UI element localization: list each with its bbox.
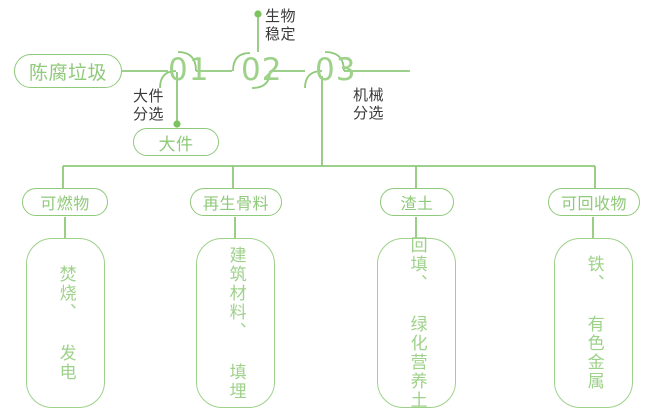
node-category-residual-soil[interactable]: 渣土 (380, 188, 454, 216)
arc-02-left (232, 52, 251, 72)
step-number-02: 02 (241, 52, 283, 88)
node-outcome-recyclables[interactable]: 铁、 有色金属 (554, 238, 633, 408)
step-number-01: 01 (168, 52, 210, 88)
node-outcome-combustible[interactable]: 焚烧、 发电 (26, 238, 105, 408)
outcome-text-residual-soil: 回填、 绿化营养土 (406, 236, 427, 410)
arc-03-right (324, 51, 345, 72)
arc-03-left (304, 70, 323, 89)
caption-bulky-sorting: 大件 分选 (133, 87, 165, 123)
step-number-03: 03 (315, 52, 357, 88)
outcome-text-recyclables: 铁、 有色金属 (583, 255, 604, 391)
arc-01-left (159, 70, 177, 89)
node-source-waste[interactable]: 陈腐垃圾 (14, 54, 122, 88)
caption-biological-stabilization: 生物 稳定 (265, 7, 297, 43)
outcome-text-combustible: 焚烧、 发电 (55, 264, 76, 382)
node-outcome-recycled-aggregate[interactable]: 建筑材料、 填埋 (196, 238, 275, 408)
dot-bio-connector (254, 10, 262, 18)
arc-01-right (177, 51, 197, 72)
node-outcome-residual-soil[interactable]: 回填、 绿化营养土 (377, 236, 456, 410)
node-category-combustible[interactable]: 可燃物 (22, 188, 108, 216)
node-bulky-output[interactable]: 大件 (133, 128, 219, 156)
outcome-text-recycled-aggregate: 建筑材料、 填埋 (225, 245, 246, 401)
node-category-recycled-aggregate[interactable]: 再生骨料 (190, 188, 282, 216)
caption-mechanical-sorting: 机械 分选 (353, 86, 385, 122)
node-category-recyclables[interactable]: 可回收物 (548, 188, 640, 216)
dot-bulky-connector (173, 120, 181, 128)
arc-02-right (251, 70, 271, 89)
